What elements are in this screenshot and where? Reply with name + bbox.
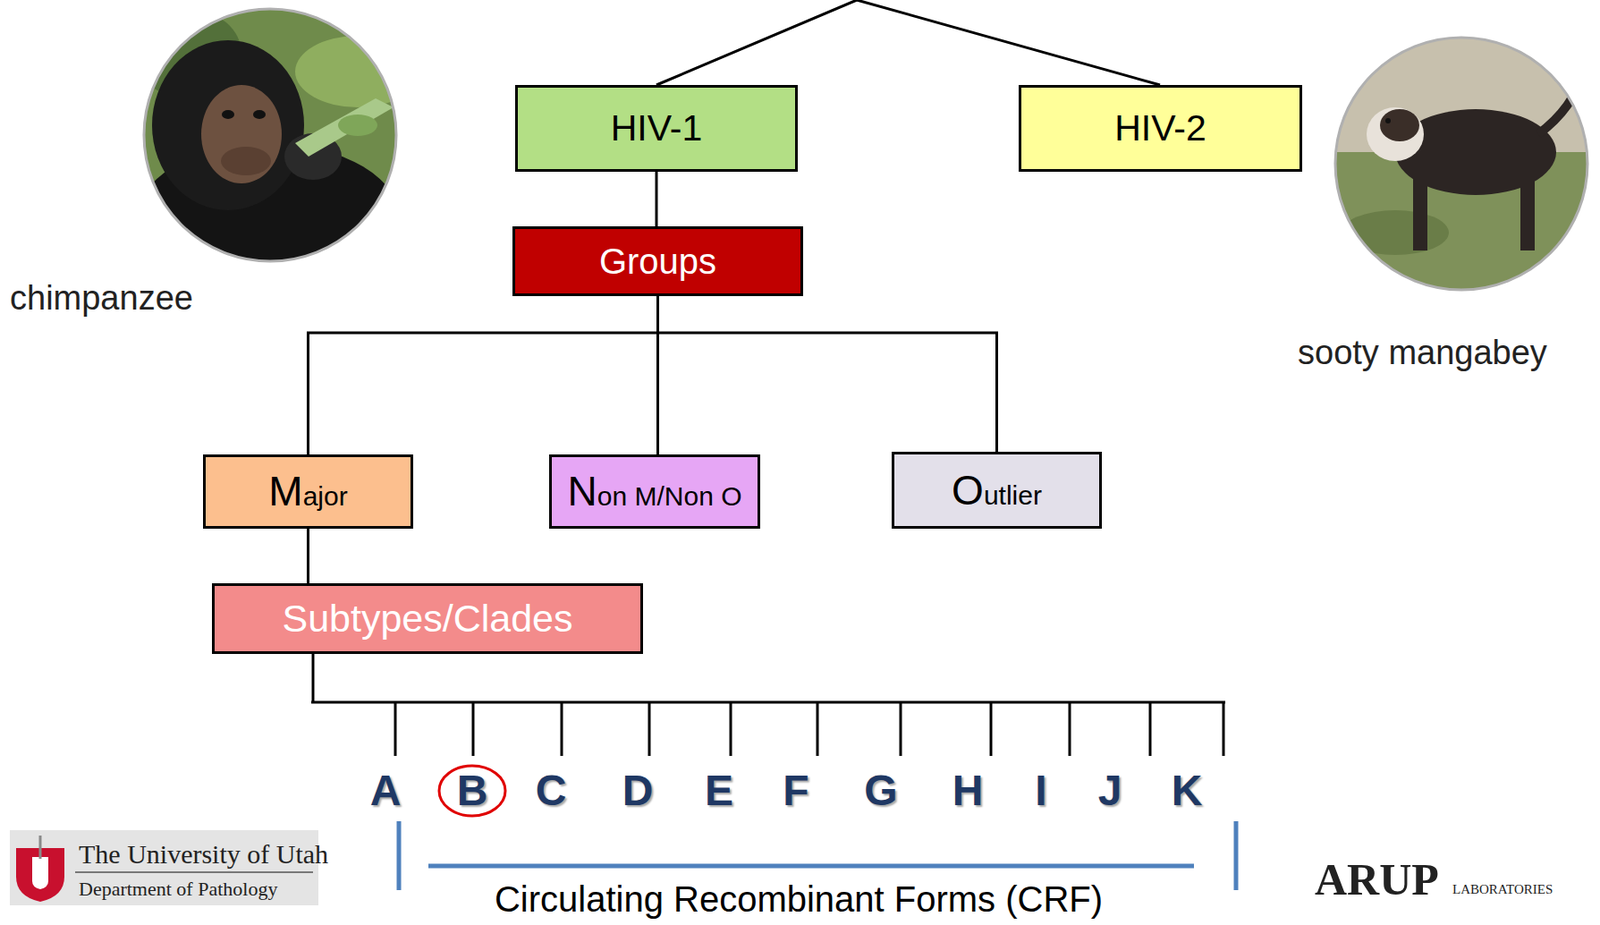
mangabey-photo xyxy=(1332,35,1592,296)
tree-line xyxy=(856,0,1160,85)
group-box: Non M/Non O xyxy=(549,454,761,529)
subtype-letter: I xyxy=(1034,769,1047,813)
tree-connector xyxy=(658,296,998,452)
virus-type-box: HIV-1 xyxy=(515,84,798,172)
subtype-letter: K xyxy=(1171,769,1203,813)
subtype-letter: J xyxy=(1098,769,1123,813)
node-text: Subtypes/Clades xyxy=(281,597,573,640)
subtype-letter: F xyxy=(782,769,809,813)
node-text: HIV-2 xyxy=(1114,108,1207,149)
node-text: HIV-1 xyxy=(610,108,703,149)
subtype-letter: H xyxy=(952,769,984,813)
tree-connector xyxy=(306,528,310,584)
logo-text: The University of Utah xyxy=(78,840,329,868)
logo-text: LABORATORIES xyxy=(1452,882,1553,897)
node-text: Groups xyxy=(599,241,717,281)
species-label: chimpanzee xyxy=(9,280,194,315)
logo-mark xyxy=(39,835,43,859)
group-box: Outlier xyxy=(891,451,1102,529)
category-header-box: Groups xyxy=(512,226,804,297)
crf-bracket xyxy=(398,821,1236,890)
highlight-circle xyxy=(439,765,506,816)
tree-line xyxy=(656,0,857,85)
category-header-box: Subtypes/Clades xyxy=(211,583,644,654)
subtype-letter: G xyxy=(863,769,898,813)
crf-label: Circulating Recombinant Forms (CRF) xyxy=(494,880,1103,917)
subtype-letter: A xyxy=(370,769,402,813)
species-label: sooty mangabey xyxy=(1297,335,1548,370)
logo-text: ARUP xyxy=(1314,856,1440,902)
group-box: Major xyxy=(203,454,414,529)
subtype-tree xyxy=(311,653,1226,756)
subtype-letter: B xyxy=(457,769,489,813)
photo-frame xyxy=(143,8,397,262)
node-text: Outlier xyxy=(951,467,1042,514)
node-text: Major xyxy=(268,468,348,515)
tree-connector xyxy=(308,296,659,455)
chimpanzee-photo xyxy=(134,0,421,305)
tree-connector xyxy=(655,171,659,227)
photo-frame xyxy=(1335,37,1588,290)
logo-shield xyxy=(32,856,49,889)
subtype-letter: E xyxy=(704,769,734,813)
subtype-letter: D xyxy=(622,769,654,813)
logo-text: Department of Pathology xyxy=(78,879,278,899)
node-text: Non M/Non O xyxy=(567,468,743,515)
logo-rule xyxy=(75,871,314,873)
subtype-letter: C xyxy=(535,769,568,813)
virus-type-box: HIV-2 xyxy=(1018,84,1303,172)
